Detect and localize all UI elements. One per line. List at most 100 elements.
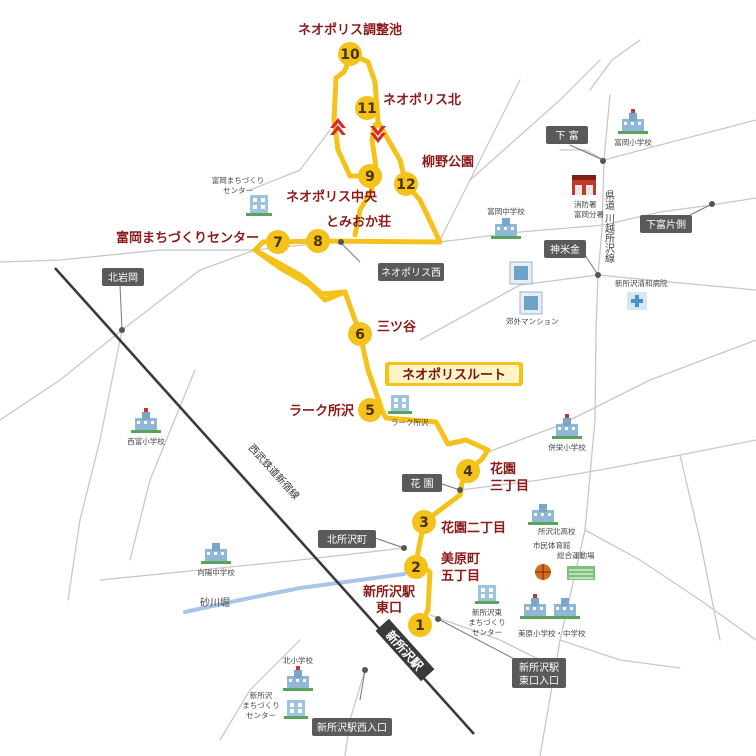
place-label-2: 総合運動場 [557, 550, 595, 560]
school-icon [131, 408, 161, 433]
place-label: ラーク所沢 [391, 417, 429, 427]
school-icon [552, 414, 582, 439]
stop-name: 柳野公園 [422, 154, 474, 170]
road-south-east [429, 614, 541, 661]
stop-11[interactable]: 11 ネオポリス北 [355, 92, 461, 120]
stop-number: 8 [313, 234, 323, 250]
stadium-icon [535, 564, 595, 580]
route-title: ネオポリスルート [402, 367, 506, 383]
arrow-down-icon [370, 126, 386, 136]
stop-name-2: 三丁目 [490, 479, 529, 494]
place-label-3: センター [246, 711, 276, 720]
place-label: 富岡まちづくり [212, 175, 265, 185]
place-suburban-mansion: 郊外マンション [506, 261, 559, 326]
railway-label: 西武鉄道新宿線 [246, 441, 303, 502]
intersection-label: 花 園 [410, 477, 433, 490]
place-label: 向陽中学校 [197, 567, 235, 577]
intersection-shintokorozawa-higashiguchi: 新所沢駅 東口入口 [435, 616, 566, 688]
stop-7[interactable]: 7 富岡まちづくりセンター [116, 230, 290, 254]
sunagawa-river [183, 572, 406, 614]
place-label-3: センター [472, 628, 502, 637]
intersection-shimotomi: 下 富 [546, 126, 606, 164]
road-south-2 [559, 639, 681, 669]
place-shintokorozawa-center: 新所沢 まちづくり センター [242, 690, 308, 720]
arrow-up-icon [330, 118, 346, 128]
place-city-gym: 市民体育館 総合運動場 [533, 540, 595, 580]
place-label: 所沢北高校 [538, 526, 576, 536]
stop-2[interactable]: 2 美原町 五丁目 [404, 551, 480, 584]
stop-9[interactable]: 9 ネオポリス中央 [286, 164, 382, 205]
school-icon [491, 218, 521, 239]
stop-5[interactable]: 5 ラーク所沢 [289, 398, 382, 422]
stop-name: ラーク所沢 [289, 403, 355, 419]
road-upper-east [559, 149, 605, 161]
stop-number: 3 [419, 515, 429, 531]
stop-name: ネオポリス調整池 [298, 22, 402, 38]
stop-name: 富岡まちづくりセンター [116, 230, 259, 246]
road-north-4 [249, 129, 331, 191]
arrow-up-icon [330, 125, 346, 135]
stop-8[interactable]: 8 とみおか荘 [306, 214, 391, 253]
road-diagonal-mid [419, 274, 599, 341]
fire-station-icon [572, 175, 596, 195]
place-shintokorozawa-higashi-center: 新所沢東 まちづくり センター [468, 585, 506, 637]
stop-name: ネオポリス中央 [286, 189, 378, 205]
stop-number: 4 [463, 464, 473, 480]
stop-6[interactable]: 6 三ツ谷 [348, 319, 417, 346]
place-tomioka-community-center: 富岡まちづくり センター [212, 175, 272, 216]
place-label: 北小学校 [283, 655, 313, 665]
intersection-kitaiwaoka: 北岩岡 [102, 268, 144, 333]
bus-stops: 1 新所沢駅 東口 2 美原町 五丁目 3 花園二丁目 4 花園 三丁目 5 ラ… [116, 22, 529, 637]
stop-number: 11 [357, 101, 376, 117]
place-mihara-school: 美原小学校・中学校 [518, 594, 586, 638]
intersection-hanazono: 花 園 [402, 474, 463, 493]
stop-number: 5 [365, 403, 375, 419]
intersection-kitatokorozawa: 北所沢町 [318, 530, 407, 551]
intersections: 下 富 下富片側 神米金 北岩岡 ネオポリス西 [102, 126, 715, 736]
stop-number: 7 [273, 235, 283, 251]
road-south-1 [584, 529, 756, 641]
school-icon [201, 543, 231, 564]
stop-number: 1 [415, 618, 425, 634]
stop-3[interactable]: 3 花園二丁目 [412, 510, 506, 536]
place-tokorozawa-kita-high: 所沢北高校 [528, 504, 576, 536]
stop-10[interactable]: 10 ネオポリス調整池 [298, 22, 402, 66]
stop-name: 花園二丁目 [441, 520, 506, 536]
place-seiwa-hospital: 新所沢清和病院 [615, 278, 668, 310]
intersection-kanamegane: 神米金 [544, 240, 601, 278]
intersection-shintokorozawa-nishi: 新所沢駅西入口 [312, 667, 392, 736]
prefectural-road-label: 県道 川越所沢線 [603, 190, 615, 263]
place-label: 富岡中学校 [487, 206, 525, 216]
place-label: 富岡小学校 [614, 137, 652, 147]
arrow-down-icon [370, 133, 386, 143]
place-label-2: まちづくり [242, 701, 280, 710]
intersection-label: 北岩岡 [108, 271, 138, 284]
road-to-hokuriku [439, 224, 605, 243]
stop-name: とみおか荘 [326, 214, 391, 230]
stop-1[interactable]: 1 新所沢駅 東口 [363, 584, 432, 637]
place-label: 市民体育館 [533, 540, 571, 550]
stop-name-2: 五丁目 [441, 569, 480, 584]
stop-12[interactable]: 12 柳野公園 [394, 154, 474, 196]
stop-4[interactable]: 4 花園 三丁目 [456, 459, 529, 494]
building-icon [388, 395, 412, 414]
place-label: 西富小学校 [127, 436, 165, 446]
hospital-icon [627, 292, 647, 310]
road-north-1 [439, 79, 521, 241]
place-label: 郊外マンション [506, 316, 559, 326]
place-lark-tokorozawa: ラーク所沢 [388, 395, 429, 427]
places: 富岡小学校 消防署 富岡分署 富岡中学校 富岡まちづくり センター 新所沢清和病… [127, 109, 668, 720]
stop-name: 三ツ谷 [377, 319, 417, 335]
community-center-icon [284, 700, 308, 719]
prefectural-road-label-text: 県道 川越所沢線 [603, 190, 615, 263]
river-label: 砂川堀 [200, 596, 230, 609]
road-shimotomi-east [603, 119, 756, 161]
stop-number: 2 [411, 560, 421, 576]
place-label: 新所沢 [250, 690, 273, 700]
intersection-label: 北所沢町 [327, 533, 367, 546]
intersection-label: ネオポリス西 [381, 267, 441, 279]
road-shimotomi-katagawa [603, 197, 756, 226]
stop-number: 6 [355, 327, 365, 343]
place-kita-elementary: 北小学校 [283, 655, 313, 691]
